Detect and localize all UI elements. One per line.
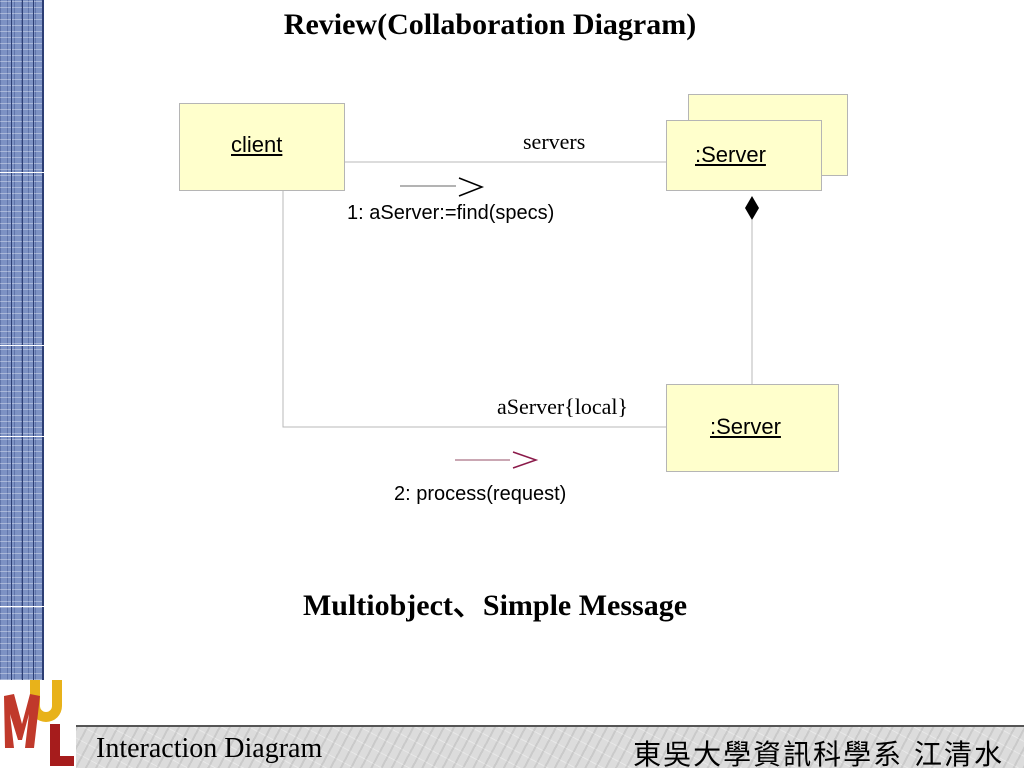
local-role-label: aServer{local} bbox=[497, 394, 629, 419]
server-multiobject[interactable]: :Server bbox=[666, 120, 822, 191]
slide-title: Review(Collaboration Diagram) bbox=[283, 8, 697, 41]
client-object[interactable]: client bbox=[179, 103, 345, 191]
server-object-label: :Server bbox=[710, 414, 781, 439]
message1-arrowhead-icon bbox=[458, 177, 485, 197]
footer-left-text: Interaction Diagram bbox=[96, 733, 323, 764]
side-decoration-strip bbox=[0, 0, 44, 680]
message2-arrowhead-icon bbox=[512, 451, 539, 469]
uml-logo-icon bbox=[4, 680, 74, 766]
servers-role-label: servers bbox=[523, 129, 586, 154]
link-client-local-server bbox=[282, 190, 668, 428]
message1-label: 1: aServer:=find(specs) bbox=[347, 202, 555, 224]
server-multiobject-label: :Server bbox=[695, 142, 766, 167]
server-object[interactable]: :Server bbox=[666, 384, 839, 472]
footer-right-text: 東吳大學資訊科學系 江清水 bbox=[633, 738, 1004, 768]
footer-bar: Interaction Diagram 東吳大學資訊科學系 江清水 bbox=[76, 725, 1024, 768]
aggregation-diamond-icon bbox=[745, 196, 759, 220]
client-object-label: client bbox=[231, 132, 283, 157]
message2-label: 2: process(request) bbox=[394, 483, 567, 505]
slide-subtitle: Multiobject、Simple Message bbox=[302, 589, 688, 622]
